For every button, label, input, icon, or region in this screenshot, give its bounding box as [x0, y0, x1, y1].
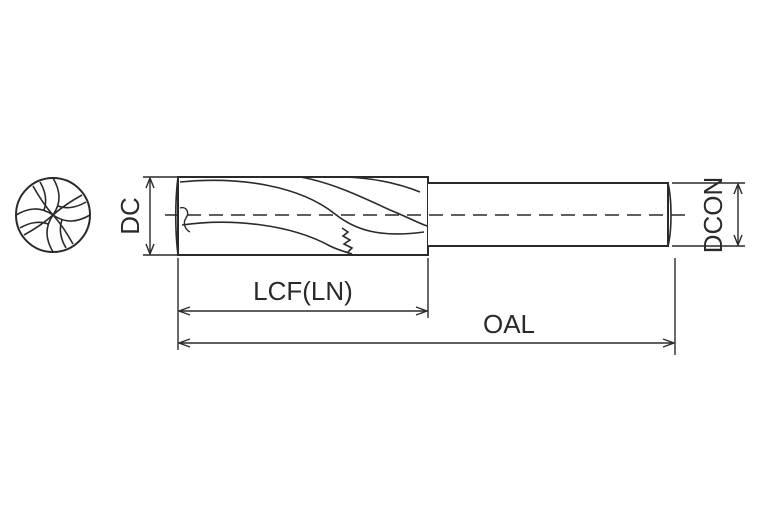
cutting-section [174, 176, 429, 256]
tip-edge [174, 176, 179, 256]
end-view-flutes [15, 177, 91, 253]
oal-arrow-left [176, 338, 191, 348]
lcf-arrow-left [176, 306, 191, 316]
flute-line-4 [344, 176, 421, 193]
lcf-arrow-right [415, 306, 430, 316]
cutting-outline [177, 176, 429, 256]
dcon-dimension [672, 182, 745, 247]
dc-arrow-top [145, 176, 155, 189]
flute-line-2 [181, 221, 353, 255]
dcon-label: DCON [698, 177, 728, 254]
flute-line-1 [179, 179, 425, 235]
dc-dimension [143, 176, 178, 256]
flute-runout [341, 227, 354, 254]
oal-dimension [176, 258, 677, 355]
tip-detail [179, 206, 191, 233]
oal-label: OAL [483, 309, 535, 339]
dc-label: DC [115, 197, 145, 235]
end-view [15, 177, 91, 253]
lcf-dimension [176, 258, 430, 318]
dcon-arrow-bottom [733, 234, 743, 247]
flute-line-3 [299, 176, 428, 227]
dcon-arrow-top [733, 182, 743, 195]
lcf-label: LCF(LN) [253, 276, 353, 306]
dc-arrow-bottom [145, 243, 155, 256]
oal-arrow-right [662, 338, 677, 348]
